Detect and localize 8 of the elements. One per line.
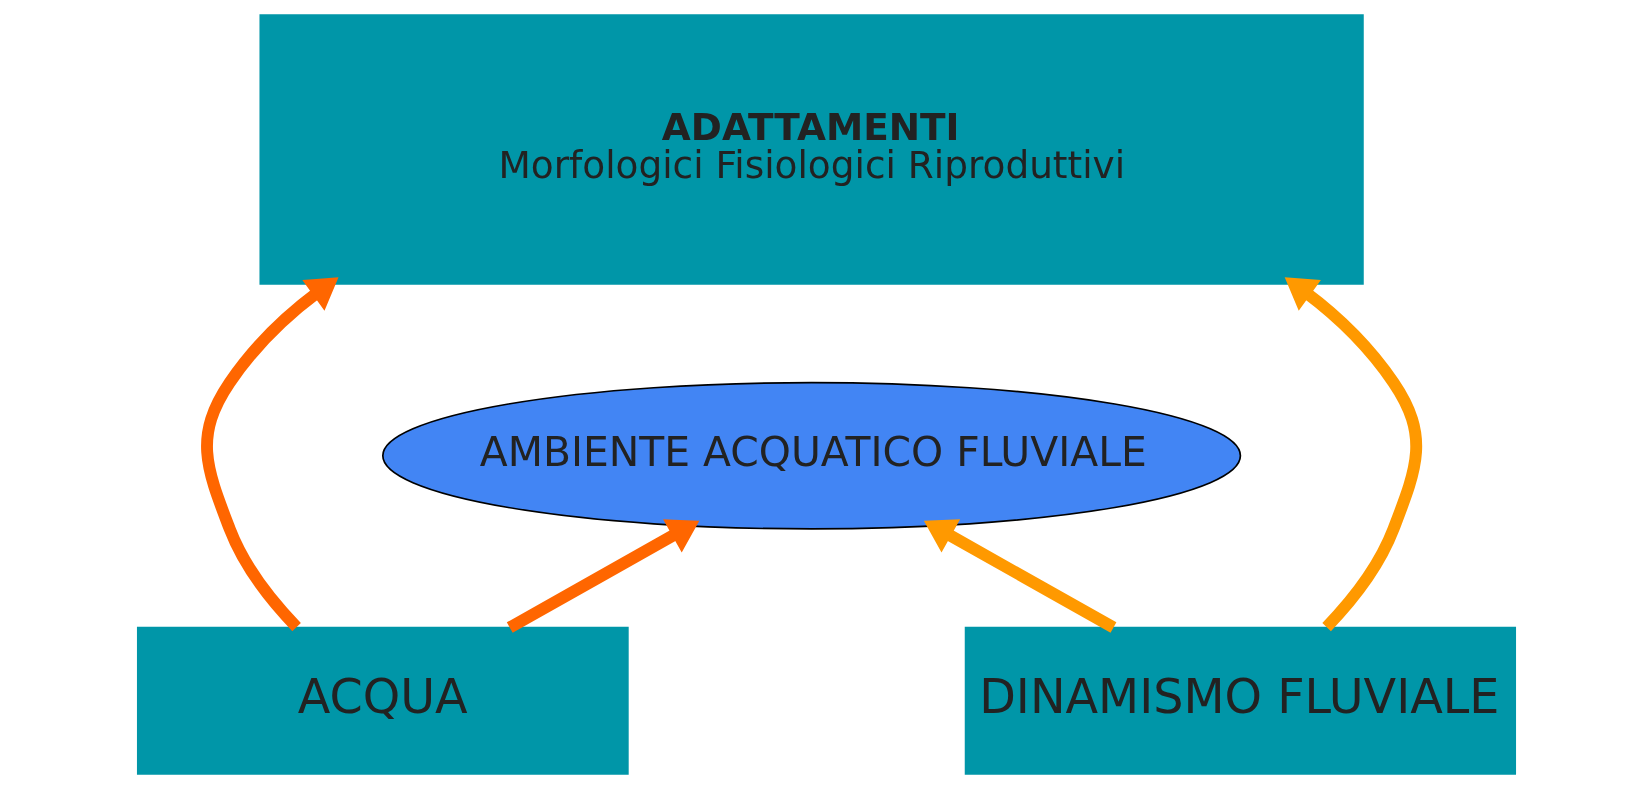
node-box: ACQUA — [136, 626, 629, 775]
node-ellipse: AMBIENTE ACQUATICO FLUVIALE — [381, 381, 1241, 530]
arrow — [923, 519, 1116, 633]
node-box: ADATTAMENTI Morfologici Fisiologici Riproduttivi — [258, 14, 1364, 285]
arrow — [506, 519, 699, 633]
arrow — [200, 277, 339, 632]
node-box: DINAMISMO FLUVIALE — [964, 626, 1516, 775]
arrow — [1284, 277, 1422, 632]
